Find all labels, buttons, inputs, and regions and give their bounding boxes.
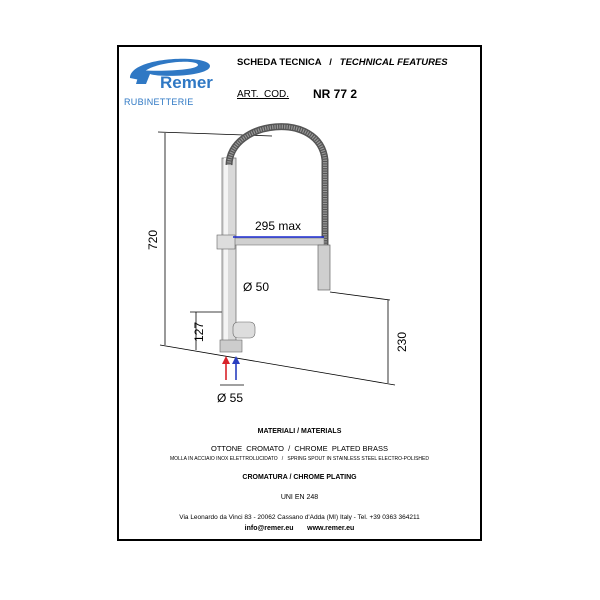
art-code-label: ART. COD. [237, 89, 290, 100]
art-code: NR 77 2 [313, 87, 358, 101]
standard: UNI EN 248 [280, 494, 319, 501]
base-height-label: 127 [192, 322, 206, 342]
materials-line-2: MOLLA IN ACCIAIO INOX ELETTROLUCIDATO / … [170, 456, 429, 462]
address: Via Leonardo da Vinci 83 - 20062 Cassano… [179, 514, 420, 521]
handle-diameter-label: Ø 50 [243, 280, 269, 294]
base-diameter-label: Ø 55 [217, 391, 243, 405]
technical-sheet [117, 45, 482, 541]
reach-label: 295 max [255, 219, 301, 233]
title-separator: / [329, 57, 332, 68]
title-english: TECHNICAL FEATURES [339, 57, 448, 68]
height-label: 720 [146, 230, 160, 250]
title-italian: SCHEDA TECNICA [237, 57, 322, 68]
materials-heading: MATERIALI / MATERIALS [257, 428, 342, 435]
plating-heading: CROMATURA / CHROME PLATING [242, 474, 357, 481]
email-link[interactable]: info@remer.eu [244, 525, 294, 532]
logo-subtitle: RUBINETTERIE [124, 97, 194, 107]
logo-brand: Remer [160, 73, 213, 92]
contacts: info@remer.eu www.remer.eu [117, 525, 482, 532]
website-link[interactable]: www.remer.eu [307, 525, 355, 532]
remer-logo: Remer RUBINETTERIE [122, 50, 217, 110]
header-title: SCHEDA TECNICA / TECHNICAL FEATURES [237, 57, 448, 68]
spout-height-label: 230 [395, 332, 409, 352]
materials-line-1: OTTONE CROMATO / CHROME PLATED BRASS [211, 444, 388, 453]
faucet [216, 123, 331, 353]
